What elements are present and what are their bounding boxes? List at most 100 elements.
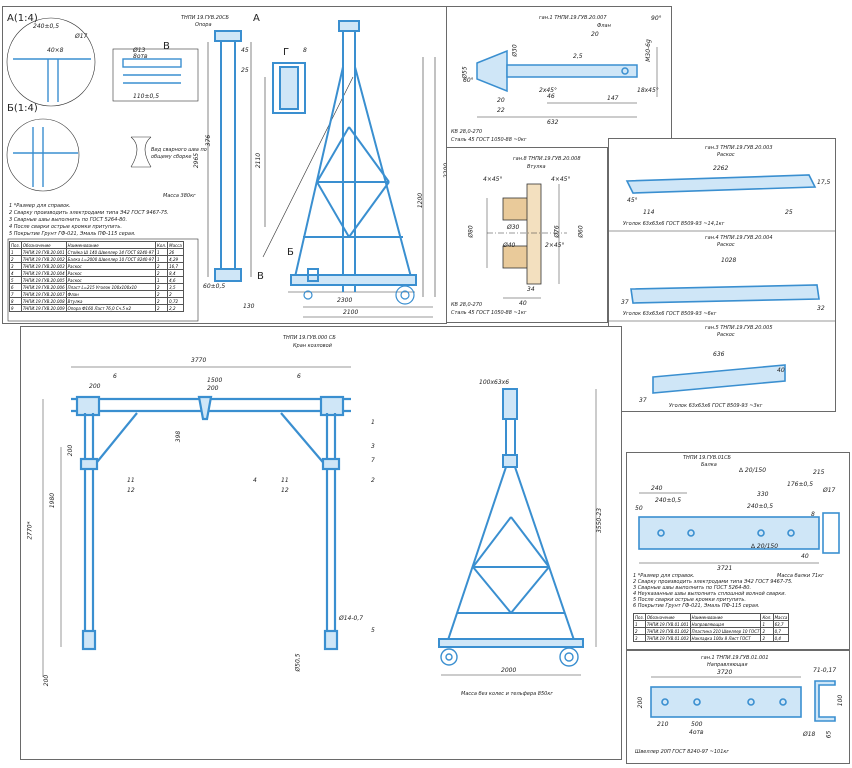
weld-note: Вид сварного шва по общему сборке	[151, 147, 207, 160]
beam-mass-note: Масса балки 71кг	[777, 573, 824, 579]
view-v-detail-label: В	[163, 41, 170, 52]
column-header: Поз.	[9, 241, 22, 249]
brace-stamp: ган.4 ТНПИ.19.ГУВ.20.004	[705, 235, 773, 241]
callout-number: 5	[371, 627, 375, 634]
cell: 2	[154, 290, 169, 298]
column-header: Поз.	[633, 613, 646, 621]
dim-label: Ø17	[823, 487, 836, 494]
cell: 1	[9, 248, 22, 256]
section-a-label: А	[253, 13, 260, 24]
dim-label: 37	[621, 299, 629, 306]
brace-title: Раскос	[717, 242, 735, 248]
cell: 1	[154, 276, 169, 284]
mass-note: Масса 380кг	[163, 193, 196, 199]
flange-title: Флан	[597, 23, 611, 29]
dim-label: 210	[657, 721, 669, 728]
drawing-sheet-braces: ган.3 ТНПИ.19.ГУВ.20.003 Раскос 2262 45°…	[608, 138, 836, 412]
cell: 3	[633, 634, 646, 642]
cell: 4,6	[167, 276, 184, 284]
dim-label: 147	[607, 95, 619, 102]
callout-number: 1	[371, 419, 375, 426]
table-header-row: Поз. Обозначение Наименование Кол. Масса	[9, 241, 184, 249]
dim-label: 65	[825, 730, 833, 739]
dim-label: 2,5	[573, 53, 583, 60]
dim-label: 4×45°	[483, 176, 503, 183]
dim-label: 34	[527, 286, 535, 293]
dim-label: 240	[651, 485, 663, 492]
beam-drawing	[638, 492, 840, 564]
cell: Направляющая	[689, 620, 762, 628]
dim-label: 20	[591, 31, 599, 38]
dim-label: 4×45°	[551, 176, 571, 183]
dim-label: 40	[519, 300, 527, 307]
dim-label: 215	[813, 469, 825, 476]
cell: 2	[154, 283, 169, 291]
cell: Стойка Ш 140 Швеллер 14 ГОСТ 8240-97	[65, 248, 157, 256]
dim-label: 200	[43, 674, 51, 687]
dim-label: 114	[643, 209, 655, 216]
column-header: Кол.	[154, 241, 169, 249]
gantry-crane-drawing	[42, 366, 597, 677]
cell: Балка L=2000 Швеллер 10 ГОСТ 8240-97	[65, 255, 157, 263]
cell: ТНПИ.19.ГУВ.01.003	[644, 634, 691, 642]
cell: 2	[154, 262, 169, 270]
cell: 9	[9, 304, 22, 312]
dim-label: 2110	[255, 152, 263, 169]
column-header: Масса	[167, 241, 184, 249]
dim-label: Ø17	[75, 33, 88, 40]
dim-label: 8	[811, 511, 815, 518]
dim-label: 17,5	[817, 179, 831, 186]
sheet1-title: ТНПИ 19.ГУВ.20СБ	[181, 15, 229, 21]
dim-label: 40	[801, 553, 809, 560]
dim-label: 60±0,5	[203, 283, 226, 290]
guide-material: Швеллер 20П ГОСТ 8240-97 ~101кг	[635, 749, 730, 755]
dim-label: 46	[547, 93, 555, 100]
gantry-subtitle: Кран козловой	[293, 343, 332, 349]
dim-label: Ø76	[553, 225, 561, 238]
cell: Флан	[65, 290, 157, 298]
cell: 2	[154, 297, 169, 305]
brace-title: Раскос	[717, 332, 735, 338]
brace-title: Раскос	[717, 152, 735, 158]
dim-label: 18х45°	[637, 87, 659, 94]
brace-material: Уголок 63х63х6 ГОСТ 8509-93 ~3кг	[669, 403, 763, 409]
note-item: 6 Покрытие Грунт ГФ-021, Эмаль ПФ-115 се…	[633, 603, 760, 609]
dim-label: Ø30	[507, 224, 520, 231]
dim-label: 37	[639, 397, 647, 404]
cell: Раскос	[65, 269, 157, 277]
dim-label: 25	[241, 67, 249, 74]
cell: 2	[167, 290, 184, 298]
support-drawing	[6, 17, 436, 322]
guide-stamp: ган.1 ТНПИ.19.ГУВ.01.001	[701, 655, 769, 661]
dim-label: 240±0,5	[33, 23, 60, 30]
cell: Накладка 100х 8 Лист ГОСТ	[689, 634, 762, 642]
flange-drawing	[476, 47, 658, 118]
dim-label: 3720	[717, 669, 733, 676]
sheet1-subtitle: Опора	[195, 22, 212, 28]
dim-label: 330	[757, 491, 769, 498]
callout-number: 6	[113, 373, 117, 380]
bushing-stamp: ган.8 ТНПИ.19.ГУВ.20.008	[513, 156, 581, 162]
dim-label: 40	[777, 367, 785, 374]
dim-label: 3550-23	[596, 507, 604, 534]
brace-stamp: ган.3 ТНПИ.19.ГУВ.20.003	[705, 145, 773, 151]
bushing-material-2: Сталь 45 ГОСТ 1050-88 ~1кг	[451, 310, 527, 316]
dim-label: 130	[243, 303, 255, 310]
cell: ТНПИ.19.ГУВ.20.009	[20, 304, 67, 312]
column-header: Обозначение	[644, 613, 691, 621]
callout-number: 4	[253, 477, 257, 484]
dim-label: Ø30	[511, 44, 519, 57]
dim-label: Ø14-0,7	[339, 615, 364, 622]
dim-label: 3721	[717, 565, 733, 572]
dim-label: 100	[837, 694, 845, 707]
bushing-title: Втулка	[527, 164, 546, 170]
dim-label: 60°	[463, 77, 474, 84]
cell: 0,72	[167, 297, 184, 305]
spec-table-beam: Поз. Обозначение Наименование Кол. Масса…	[633, 613, 790, 642]
drawing-sheet-flange: ган.1 ТНПИ.19.ГУВ.20.007 Флан Ø30 Ø55 60…	[446, 6, 672, 148]
note-item: 3 Сварные швы выполнить по ГОСТ 5264-80.	[9, 217, 128, 223]
